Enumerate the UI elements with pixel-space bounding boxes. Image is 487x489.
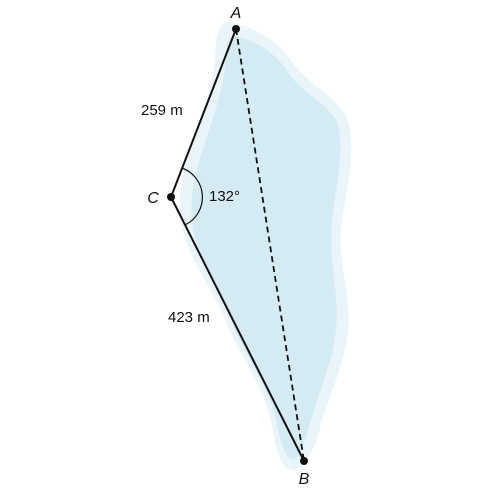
angle-c-arc [181, 167, 203, 226]
vertex-b-label: B [299, 471, 310, 488]
vertex-c-label: C [147, 190, 159, 207]
vertex-b-point [300, 457, 308, 465]
vertex-c-point [167, 193, 175, 201]
vertex-a-point [232, 25, 240, 33]
lake-shape [179, 22, 352, 471]
angle-c-label: 132° [209, 188, 240, 205]
side-ca-length-label: 259 m [141, 102, 183, 119]
vertex-a-label: A [230, 5, 242, 22]
side-ab-dashed-line [235, 28, 305, 462]
side-cb-line [170, 196, 305, 462]
lake-body [191, 36, 341, 460]
side-cb-length-label: 423 m [168, 309, 210, 326]
side-ca-line [170, 28, 237, 198]
